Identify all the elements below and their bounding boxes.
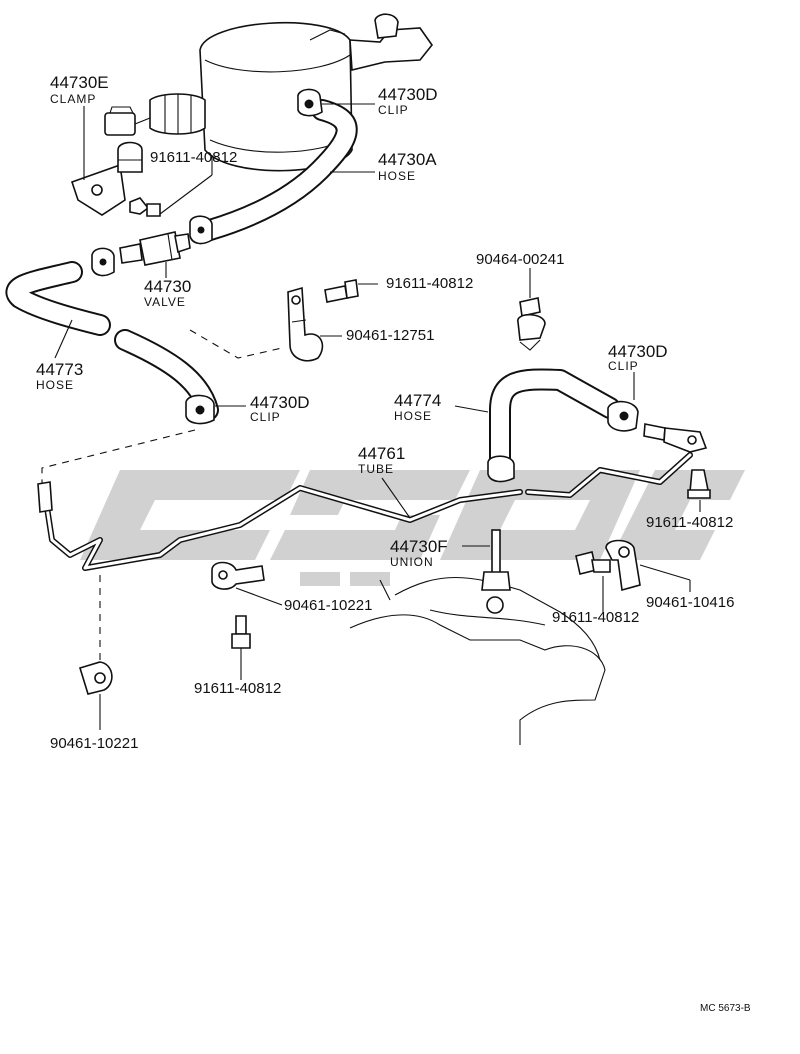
svg-text:HOSE: HOSE xyxy=(378,169,416,183)
clamp-90461-10416 xyxy=(605,539,641,592)
label-bolt-top: 91611-40812 xyxy=(150,149,237,166)
label-valve-44730: 44730 VALVE xyxy=(144,277,191,309)
label-bolt-lower-mid: 91611-40812 xyxy=(194,680,281,697)
clip-44730D-right xyxy=(607,400,708,453)
svg-text:44774: 44774 xyxy=(394,391,441,410)
watermark-logo xyxy=(80,470,745,586)
dashed-link-tube xyxy=(41,429,196,484)
clamp-44730E xyxy=(70,141,143,216)
label-bolt-lower-right: 91611-40812 xyxy=(552,609,639,626)
dashed-link-clamp xyxy=(189,329,283,359)
label-clip-90464-00241: 90464-00241 xyxy=(476,251,564,268)
clamp-90461-10221-mid xyxy=(211,561,265,590)
bolt-mid xyxy=(324,279,359,303)
bolt-lower-mid xyxy=(231,615,251,649)
engine-intake xyxy=(349,576,606,745)
clip-hose-44774-bottom xyxy=(487,455,515,483)
svg-text:HOSE: HOSE xyxy=(36,378,74,392)
svg-text:VALVE: VALVE xyxy=(144,295,186,309)
hose-44773 xyxy=(5,261,111,336)
bolt-right xyxy=(687,469,711,499)
clamp-90461-12751 xyxy=(287,286,324,362)
svg-text:CLIP: CLIP xyxy=(378,103,409,117)
svg-text:CLAMP: CLAMP xyxy=(50,92,96,106)
label-clip-44730D-right: 44730D CLIP xyxy=(608,342,668,373)
label-clamp-90461-10416: 90461-10416 xyxy=(646,594,734,611)
svg-text:CLIP: CLIP xyxy=(608,359,639,373)
svg-text:UNION: UNION xyxy=(390,555,434,569)
svg-text:44773: 44773 xyxy=(36,360,83,379)
svg-text:44730D: 44730D xyxy=(608,342,668,361)
clip-valve-right xyxy=(189,215,213,245)
hose-44774 xyxy=(489,368,621,471)
clip-44730D-top xyxy=(297,88,323,117)
label-clip-44730D-left: 44730D CLIP xyxy=(250,393,310,424)
clip-44730D-left xyxy=(185,394,215,425)
svg-text:44730E: 44730E xyxy=(50,73,109,92)
svg-text:HOSE: HOSE xyxy=(394,409,432,423)
label-bolt-right: 91611-40812 xyxy=(646,514,733,531)
svg-text:44730D: 44730D xyxy=(378,85,438,104)
diagram-code: MC 5673-B xyxy=(700,1003,751,1014)
label-bolt-mid: 91611-40812 xyxy=(386,275,473,292)
label-clamp-90461-12751: 90461-12751 xyxy=(346,327,434,344)
brake-booster xyxy=(104,13,434,172)
clip-90464-00241 xyxy=(517,297,546,351)
hose-44730A xyxy=(199,99,358,241)
label-clamp-44730E: 44730E CLAMP xyxy=(50,73,109,106)
valve-44730 xyxy=(119,231,191,266)
label-hose-44730A: 44730A HOSE xyxy=(378,150,437,183)
label-clamp-90461-10221-mid: 90461-10221 xyxy=(284,597,372,614)
bolt-top xyxy=(129,197,161,217)
union-44730F xyxy=(481,529,511,614)
svg-text:TUBE: TUBE xyxy=(358,462,394,476)
svg-text:44730F: 44730F xyxy=(390,537,448,556)
svg-text:CLIP: CLIP xyxy=(250,410,281,424)
label-tube-44761: 44761 TUBE xyxy=(358,444,405,476)
label-clamp-90461-10221-left: 90461-10221 xyxy=(50,735,138,752)
svg-text:44730A: 44730A xyxy=(378,150,437,169)
svg-text:44730: 44730 xyxy=(144,277,191,296)
bolt-lower-right xyxy=(575,551,611,575)
label-hose-44774: 44774 HOSE xyxy=(394,391,441,423)
label-union-44730F: 44730F UNION xyxy=(390,537,448,569)
label-hose-44773: 44773 HOSE xyxy=(36,360,83,392)
label-clip-44730D-top: 44730D CLIP xyxy=(378,85,438,117)
clamp-90461-10221-left xyxy=(78,661,113,695)
svg-text:44761: 44761 xyxy=(358,444,405,463)
clip-valve-left xyxy=(91,247,115,277)
tube-44761 xyxy=(37,452,693,571)
svg-text:44730D: 44730D xyxy=(250,393,310,412)
